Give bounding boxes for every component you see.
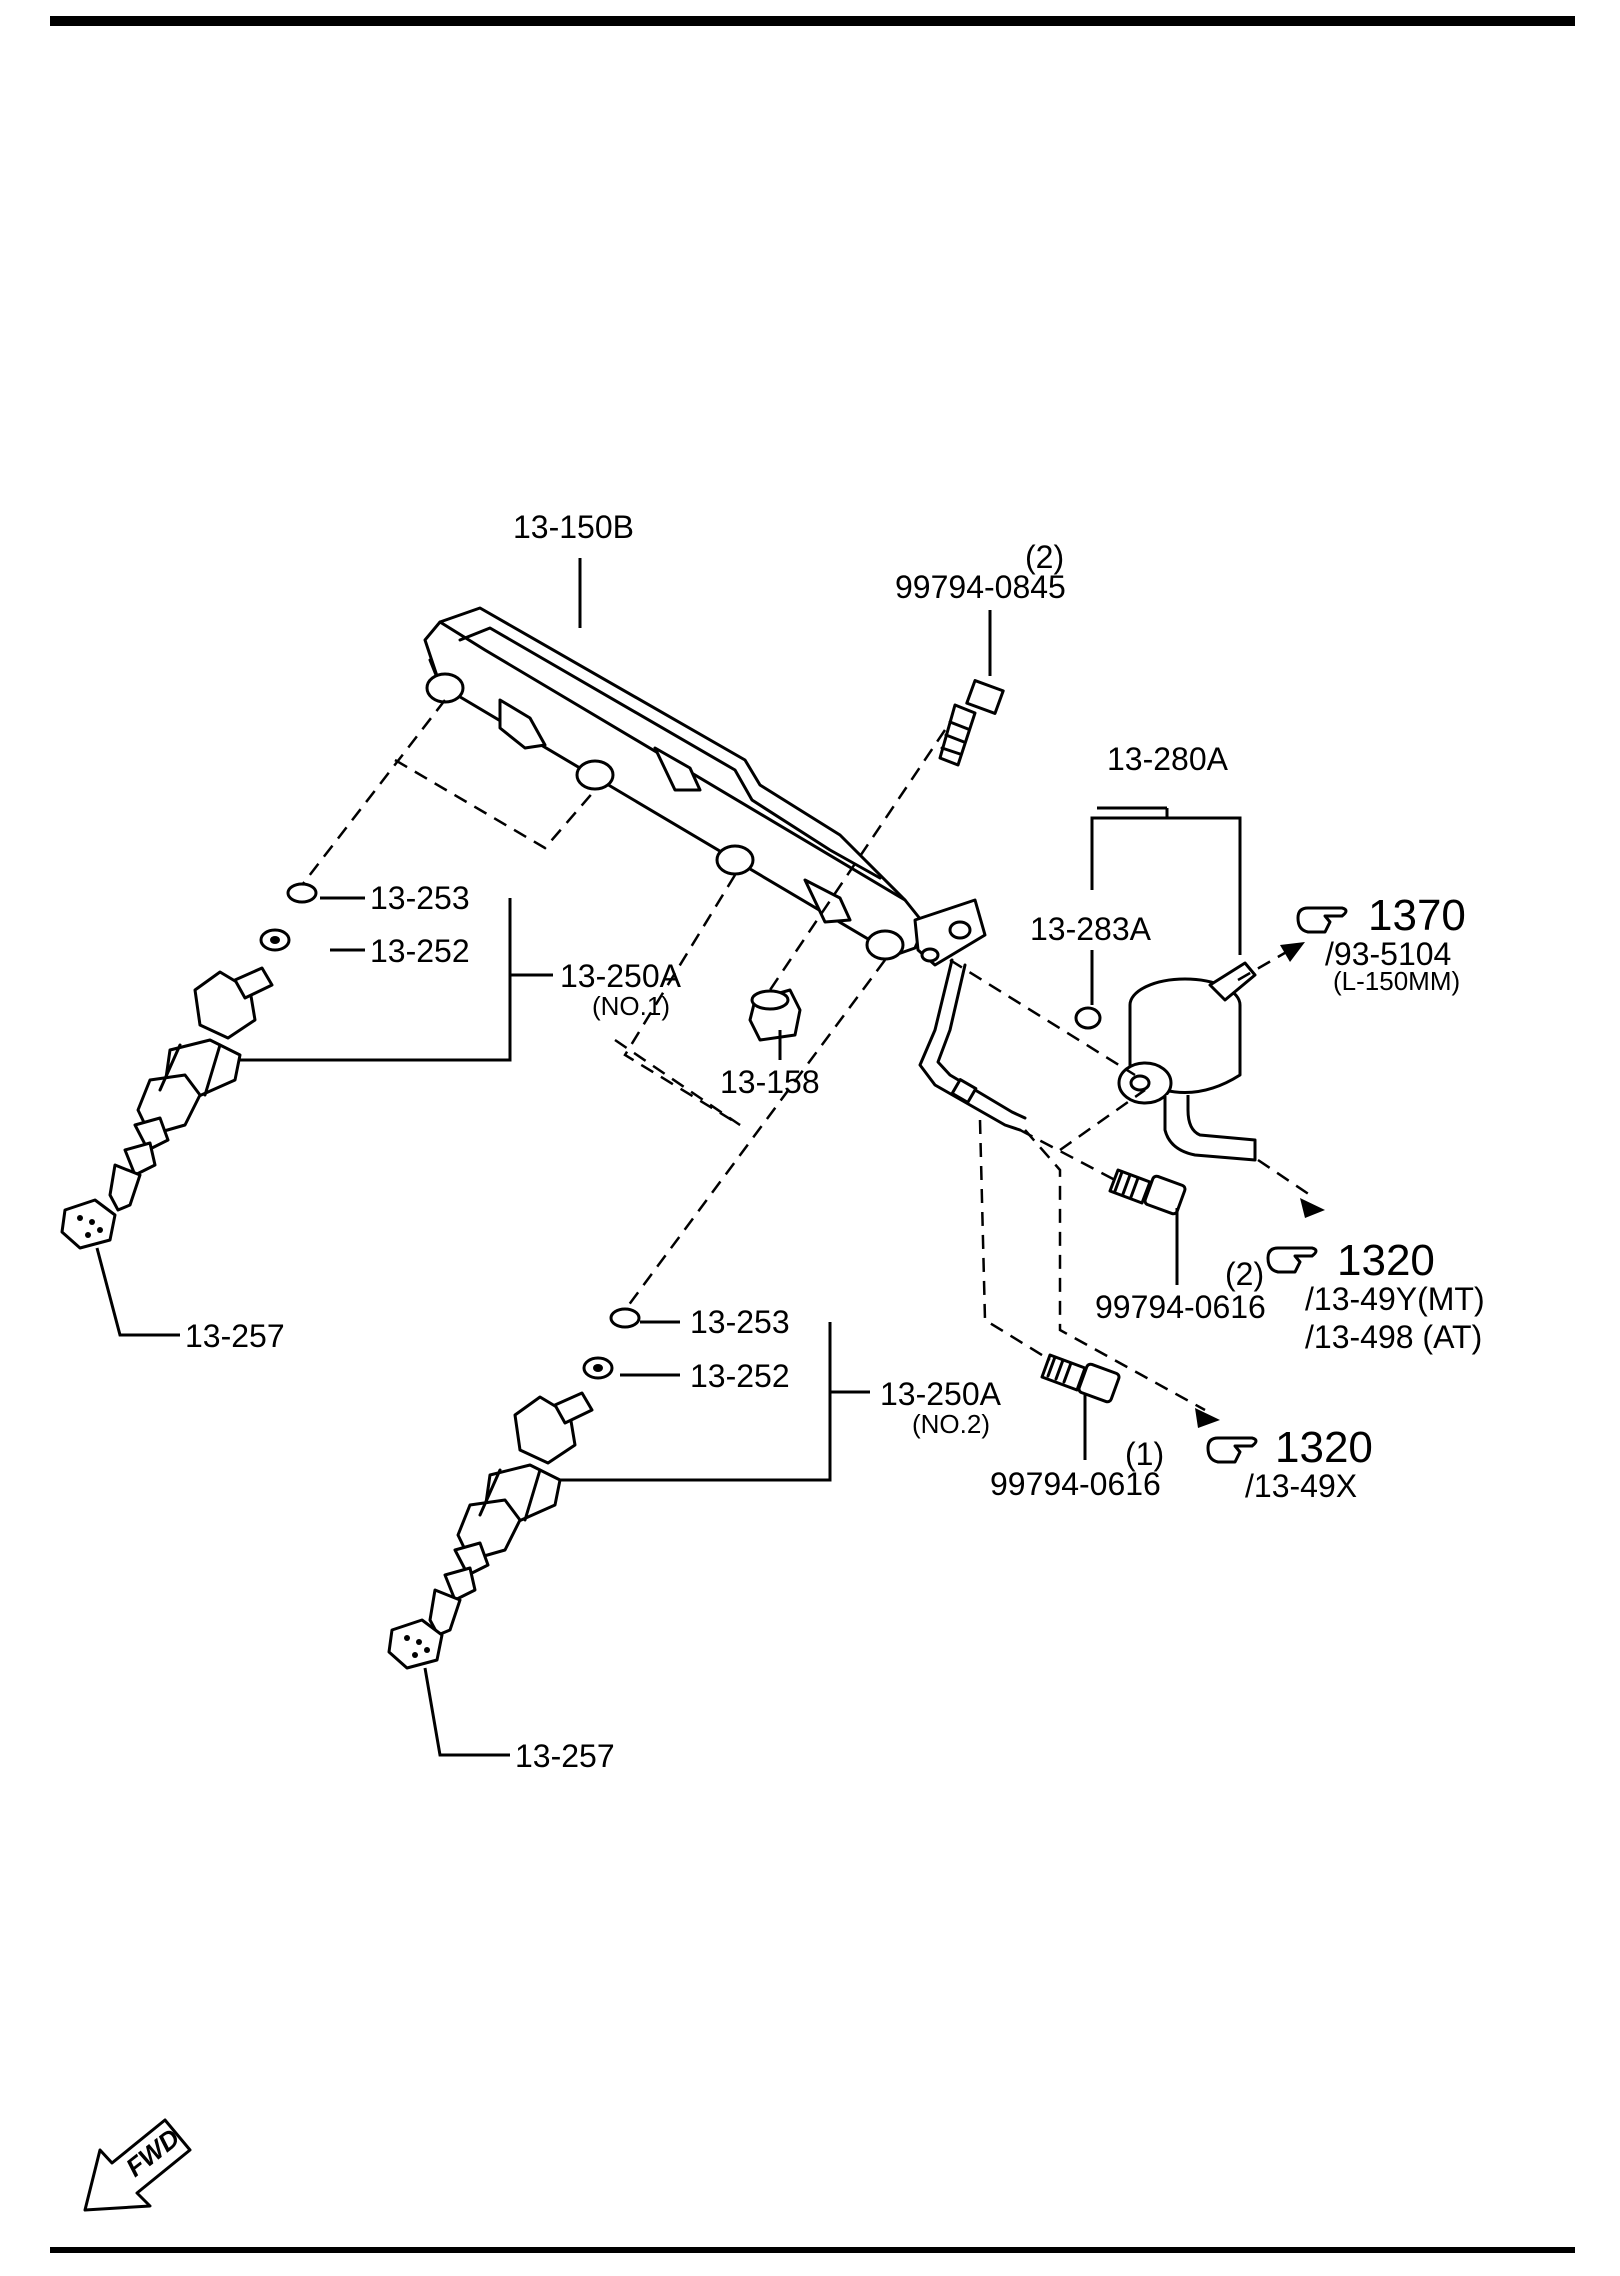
bolt-mid-part	[1108, 1168, 1187, 1216]
label-bolt-mid: 99794-0616	[1095, 1289, 1266, 1325]
top-rule	[50, 16, 1575, 26]
nut-257-b-part	[387, 1618, 444, 1670]
injector-no1-part	[108, 882, 318, 1212]
label-washer-253-a: 13-253	[370, 880, 470, 916]
label-bolt-low: 99794-0616	[990, 1466, 1161, 1502]
hand-pointer-icon	[1296, 906, 1348, 934]
label-ref-1320-a-sub2: /13-498 (AT)	[1305, 1319, 1482, 1355]
return-pipe-part	[918, 958, 1022, 1132]
label-ref-1320-b: 1320	[1275, 1423, 1373, 1472]
label-ref-1320-b-sub1: /13-49X	[1245, 1468, 1357, 1504]
bolt-low-part	[1040, 1353, 1121, 1404]
label-ref-1320-a: 1320	[1337, 1236, 1435, 1285]
arrow-1320-b	[1195, 1408, 1220, 1428]
label-injector-a-no: (NO.1)	[592, 991, 670, 1021]
label-ref-1370: 1370	[1368, 891, 1466, 940]
label-fuel-rail: 13-150B	[513, 509, 634, 545]
label-bolt-top-qty: (2)	[1025, 539, 1064, 575]
label-bolt-top: 99794-0845	[895, 569, 1066, 605]
bolt-top-part	[938, 679, 1005, 767]
injector-no2-part	[428, 1307, 641, 1637]
label-injector-b-no: (NO.2)	[912, 1409, 990, 1439]
hand-pointer-icon	[1266, 1246, 1318, 1274]
label-insulator: 13-158	[720, 1064, 820, 1100]
arrow-1320-a	[1300, 1198, 1325, 1218]
label-bolt-low-qty: (1)	[1125, 1436, 1164, 1472]
oring-part	[1074, 1006, 1102, 1030]
label-injector-a: 13-250A	[560, 958, 682, 994]
arrow-1370	[1280, 942, 1305, 962]
label-injector-b: 13-250A	[880, 1376, 1002, 1412]
assembly-dash-lines	[301, 699, 1311, 1412]
label-ref-1370-sub1: /93-5104	[1325, 936, 1451, 972]
label-ref-1320-a-sub1: /13-49Y(MT)	[1305, 1281, 1485, 1317]
insulator-part	[748, 988, 802, 1042]
label-washer-252-b: 13-252	[690, 1358, 790, 1394]
label-bolt-mid-qty: (2)	[1225, 1256, 1264, 1292]
fuel-rail-part	[423, 606, 987, 967]
pressure-regulator-part	[1117, 961, 1257, 1162]
hand-pointer-icon	[1206, 1436, 1258, 1464]
label-washer-253-b: 13-253	[690, 1304, 790, 1340]
bottom-rule	[50, 2247, 1575, 2253]
label-ref-1370-sub2: (L-150MM)	[1333, 966, 1460, 996]
fwd-arrow-icon: FWD	[83, 2118, 192, 2212]
label-nut-257-a: 13-257	[185, 1318, 285, 1354]
label-oring: 13-283A	[1030, 911, 1152, 947]
label-nut-257-b: 13-257	[515, 1738, 615, 1774]
leader-lines	[95, 558, 1242, 1757]
label-regulator: 13-280A	[1107, 741, 1229, 777]
label-washer-252-a: 13-252	[370, 933, 470, 969]
nut-257-a-part	[60, 1198, 117, 1250]
